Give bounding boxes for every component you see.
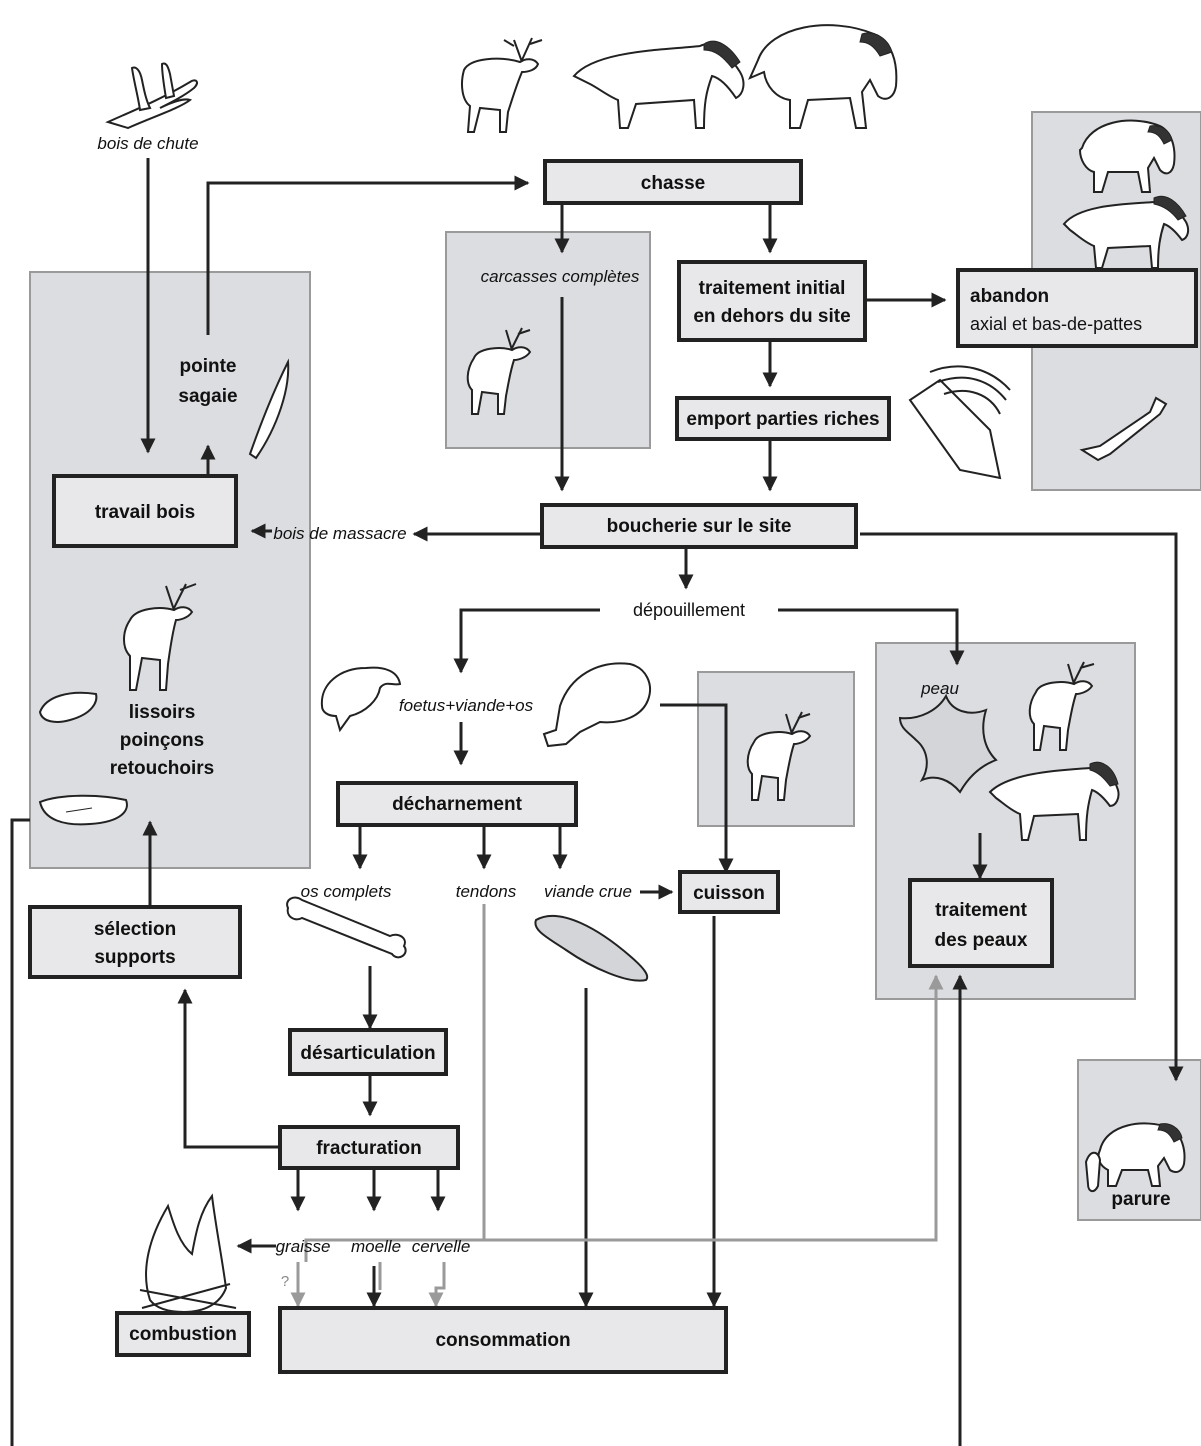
label-question: ? <box>281 1273 289 1290</box>
label-poincons: poinçons <box>120 730 204 751</box>
label-traitement-initial-2: en dehors du site <box>693 306 850 327</box>
label-boucherie: boucherie sur le site <box>607 516 792 537</box>
label-parure: parure <box>1111 1189 1170 1210</box>
reindeer-icon <box>1028 661 1095 751</box>
label-selection-2: supports <box>94 947 175 968</box>
meat-icon <box>534 914 649 982</box>
box-desarticulation <box>288 1028 448 1076</box>
reindeer-icon <box>461 37 543 133</box>
label-travail-bois: travail bois <box>95 502 195 523</box>
bone-icon <box>286 896 407 959</box>
label-moelle: moelle <box>351 1237 401 1256</box>
label-traitement-initial-1: traitement initial <box>699 278 846 299</box>
reindeer-icon <box>123 583 197 691</box>
hide-icon <box>898 693 998 794</box>
label-traitement-peaux-1: traitement <box>935 900 1028 921</box>
label-lissoirs: lissoirs <box>129 702 196 723</box>
horse-icon <box>1062 195 1190 269</box>
label-graisse: graisse <box>276 1237 331 1256</box>
label-peau: peau <box>920 679 959 698</box>
label-foetus: foetus+viande+os <box>399 696 534 715</box>
label-cuisson: cuisson <box>693 883 765 904</box>
label-selection-1: sélection <box>94 919 176 940</box>
fire-icon <box>139 1193 237 1314</box>
label-carcasses-completes: carcasses complètes <box>481 267 640 286</box>
box-selection <box>28 905 242 979</box>
connectors <box>10 158 1184 1446</box>
reindeer-icon <box>746 711 812 801</box>
fetus-icon <box>320 666 402 733</box>
label-combustion: combustion <box>129 1324 237 1345</box>
process-boxes <box>28 159 1198 1374</box>
bison-icon <box>1078 119 1176 193</box>
label-pointe-1: pointe <box>180 356 237 377</box>
carcass-panel <box>445 231 651 449</box>
label-pointe-2: sagaie <box>178 386 237 407</box>
label-abandon-1: abandon <box>970 286 1049 307</box>
bison-icon <box>748 24 898 129</box>
label-desarticulation: désarticulation <box>300 1043 435 1064</box>
box-traitement-initial <box>677 260 867 342</box>
box-abandon <box>956 268 1198 348</box>
antler-icon <box>105 62 198 130</box>
ribcage-icon <box>908 365 1011 480</box>
label-bois-de-massacre: bois de massacre <box>273 524 406 543</box>
box-emport <box>675 396 891 441</box>
label-depouillement: dépouillement <box>633 600 745 620</box>
box-consommation <box>278 1306 728 1374</box>
label-cervelle: cervelle <box>412 1237 471 1256</box>
label-tendons: tendons <box>456 882 517 901</box>
box-chasse <box>543 159 803 205</box>
horse-icon <box>988 761 1120 841</box>
label-retouchoirs: retouchoirs <box>110 758 215 779</box>
box-traitement-peaux <box>908 878 1054 968</box>
ham-icon <box>542 662 651 748</box>
label-fracturation: fracturation <box>316 1138 422 1159</box>
reindeer-icon <box>466 327 532 415</box>
label-traitement-peaux-2: des peaux <box>935 930 1028 951</box>
horse-icon <box>572 40 745 129</box>
label-os-complets: os complets <box>301 882 392 901</box>
pendant-icon <box>1084 1151 1102 1192</box>
label-bois-de-chute: bois de chute <box>97 134 198 153</box>
box-boucherie <box>540 503 858 549</box>
smoother-icon <box>38 691 98 723</box>
bison-icon <box>1097 1122 1186 1187</box>
box-combustion <box>115 1311 251 1357</box>
box-travail-bois <box>52 474 238 548</box>
bone-icon <box>1079 396 1168 462</box>
label-abandon-2: axial et bas-de-pattes <box>970 314 1142 334</box>
box-cuisson <box>678 870 780 914</box>
label-decharnement: décharnement <box>392 794 523 815</box>
secondary-connectors <box>290 904 944 1308</box>
label-chasse: chasse <box>641 173 705 194</box>
box-decharnement <box>336 781 578 827</box>
tool-panel <box>29 271 311 869</box>
spear-point-icon <box>248 358 290 460</box>
label-emport: emport parties riches <box>686 409 879 430</box>
label-viande-crue: viande crue <box>544 882 632 901</box>
smoother-icon <box>38 794 128 826</box>
label-consommation: consommation <box>435 1330 570 1351</box>
box-fracturation <box>278 1125 460 1170</box>
